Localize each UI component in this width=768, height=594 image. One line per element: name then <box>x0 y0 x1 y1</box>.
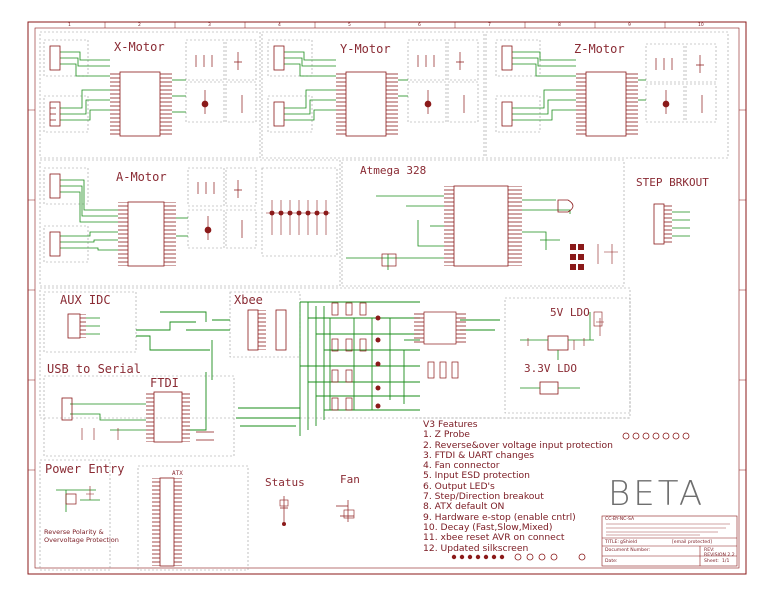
atmega-block <box>346 185 618 270</box>
section-step-brkout: STEP BRKOUT <box>636 176 709 189</box>
reverse-polarity-line-1: Reverse Polarity & <box>44 528 104 536</box>
section-usb-serial: USB to Serial <box>47 362 141 376</box>
fiducials <box>451 554 505 560</box>
section-x-motor: X-Motor <box>114 40 165 54</box>
feature-item: 2. Reverse&over voltage input protection <box>423 439 613 451</box>
a-motor-block <box>49 173 188 267</box>
ldo-blocks <box>520 311 604 395</box>
section-xbee: Xbee <box>234 293 263 307</box>
reverse-polarity-line-2: Overvoltage Protection <box>44 536 119 544</box>
section-power-entry: Power Entry <box>45 462 125 476</box>
section-y-motor: Y-Motor <box>340 42 391 56</box>
grid-col-5: 5 <box>348 23 351 28</box>
led-array <box>266 200 330 235</box>
feature-item: 8. ATX default ON <box>423 501 505 513</box>
section-status: Status <box>265 476 305 489</box>
fan-block <box>336 500 355 522</box>
section-boxes <box>39 31 729 571</box>
mounting-holes <box>514 432 690 561</box>
feature-item: 7. Step/Direction breakout <box>423 491 544 503</box>
feature-item: 5. Input ESD protection <box>423 470 530 482</box>
aux-idc-block <box>67 313 100 339</box>
features-title: V3 Features <box>423 419 478 430</box>
feature-item: 1. Z Probe <box>423 429 470 441</box>
feature-item: 4. Fan connector <box>423 460 500 472</box>
section-z-motor: Z-Motor <box>574 42 625 56</box>
grid-col-6: 6 <box>418 23 421 28</box>
section-ftdi: FTDI <box>150 376 179 390</box>
grid-col-4: 4 <box>278 23 281 28</box>
section-3v3-ldo: 3.3V LDO <box>524 362 577 375</box>
section-5v-ldo: 5V LDO <box>550 306 590 319</box>
date-label: Date: <box>605 559 618 564</box>
grid-col-7: 7 <box>488 23 491 28</box>
status-block <box>279 496 289 526</box>
xbee-block <box>247 309 287 351</box>
feature-item: 9. Hardware e-stop (enable cntrl) <box>423 511 576 523</box>
rev-value: REVISION 2.2 <box>704 553 735 558</box>
grid-col-10: 10 <box>698 23 704 28</box>
ftdi-block <box>61 391 214 443</box>
section-atx: ATX <box>172 470 183 477</box>
drawing-frame <box>27 21 747 575</box>
document-number-label: Document Number: <box>605 548 651 553</box>
feature-item: 12. Updated silkscreen <box>423 542 529 554</box>
beta-watermark: BETA <box>608 474 706 514</box>
sub-box-symbols <box>50 52 704 240</box>
grid-col-9: 9 <box>628 23 631 28</box>
x-motor-block <box>49 45 186 137</box>
license-label: CC-BY-NC-SA <box>605 517 635 522</box>
grid-col-2: 2 <box>138 23 141 28</box>
atx-block <box>152 477 182 567</box>
email-text: [email protected] <box>672 540 712 545</box>
sheet-label: Sheet: <box>704 559 719 564</box>
step-breakout-block <box>653 203 690 245</box>
io-wiring <box>136 301 500 436</box>
grid-col-1: 1 <box>68 23 71 28</box>
title-block-fine-print <box>606 523 730 536</box>
rev-label: REV: <box>704 548 715 553</box>
title-value: gShield <box>620 540 638 545</box>
power-entry-block <box>56 486 100 512</box>
features-list: V3 Features 1. Z Probe 2. Reverse&over v… <box>423 419 613 554</box>
y-motor-block <box>273 45 408 137</box>
title-block-frame <box>601 515 738 567</box>
feature-item: 11. xbee reset AVR on connect <box>423 532 565 544</box>
feature-item: 10. Decay (Fast,Slow,Mixed) <box>423 521 553 533</box>
section-a-motor: A-Motor <box>116 170 167 184</box>
section-fan: Fan <box>340 473 360 486</box>
grid-col-8: 8 <box>558 23 561 28</box>
feature-item: 6. Output LED's <box>423 480 495 492</box>
z-motor-block <box>501 45 646 137</box>
title-label: TITLE: <box>605 540 619 545</box>
section-atmega: Atmega 328 <box>360 164 427 177</box>
grid-col-3: 3 <box>208 23 211 28</box>
sheet-value: 1/1 <box>722 559 730 564</box>
section-aux-idc: AUX IDC <box>60 293 111 307</box>
feature-item: 3. FTDI & UART changes <box>423 449 535 461</box>
